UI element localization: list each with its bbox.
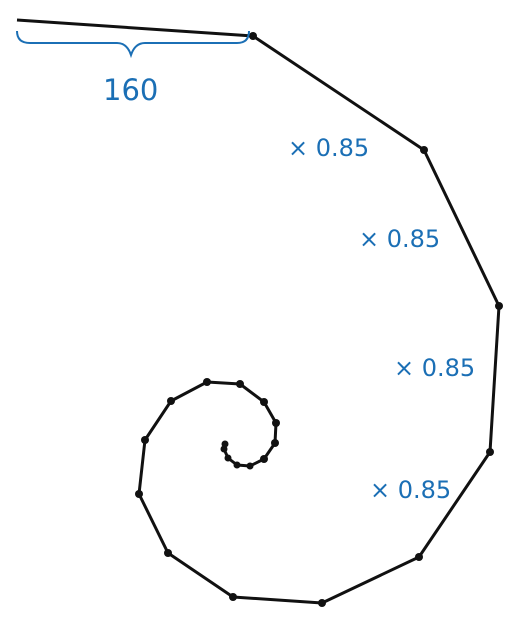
spiral-vertex [420,146,428,154]
spiral-vertex [203,378,211,386]
spiral-vertex [271,439,279,447]
first-segment-length-label: 160 [103,73,159,107]
spiral-vertex [415,553,423,561]
spiral-vertex [164,549,172,557]
length-brace [16,30,250,59]
spiral-vertex [318,599,326,607]
spiral-vertex [249,32,257,40]
spiral-vertex [229,593,237,601]
multiplier-label: × 0.85 [359,225,441,253]
spiral-vertex [233,461,241,469]
spiral-vertex [486,448,494,456]
multiplier-label: × 0.85 [288,134,370,162]
spiral-vertex [167,397,175,405]
spiral-vertex [135,490,143,498]
multiplier-label: × 0.85 [394,354,476,382]
spiral-vertex [236,380,244,388]
spiral-path [16,18,501,605]
spiral-vertex [260,455,268,463]
spiral-vertex [246,462,254,470]
spiral-vertex [221,440,229,448]
spiral-vertex [141,436,149,444]
spiral-vertices [135,32,503,607]
spiral-vertex [260,398,268,406]
multiplier-label: × 0.85 [370,476,452,504]
spiral-vertex [272,419,280,427]
spiral-vertex [224,454,232,462]
spiral-vertex [495,302,503,310]
